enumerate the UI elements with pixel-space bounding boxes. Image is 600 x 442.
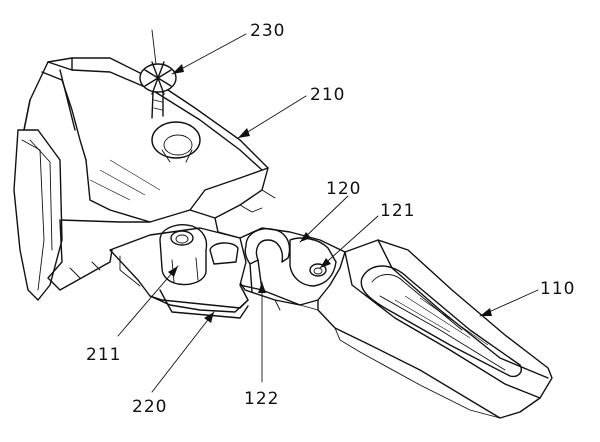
part-230-screw <box>139 29 177 119</box>
label-230: 230 <box>250 21 285 41</box>
label-122: 122 <box>244 389 279 409</box>
label-110: 110 <box>540 279 575 299</box>
label-220: 220 <box>132 397 167 417</box>
label-120: 120 <box>326 179 361 199</box>
part-120-hinge <box>231 227 346 311</box>
label-121: 121 <box>380 201 415 221</box>
leader-lines <box>117 33 539 393</box>
label-211: 211 <box>86 345 121 365</box>
part-220-bracket <box>109 224 249 319</box>
part-110-arm <box>317 239 553 419</box>
label-210: 210 <box>310 85 345 105</box>
